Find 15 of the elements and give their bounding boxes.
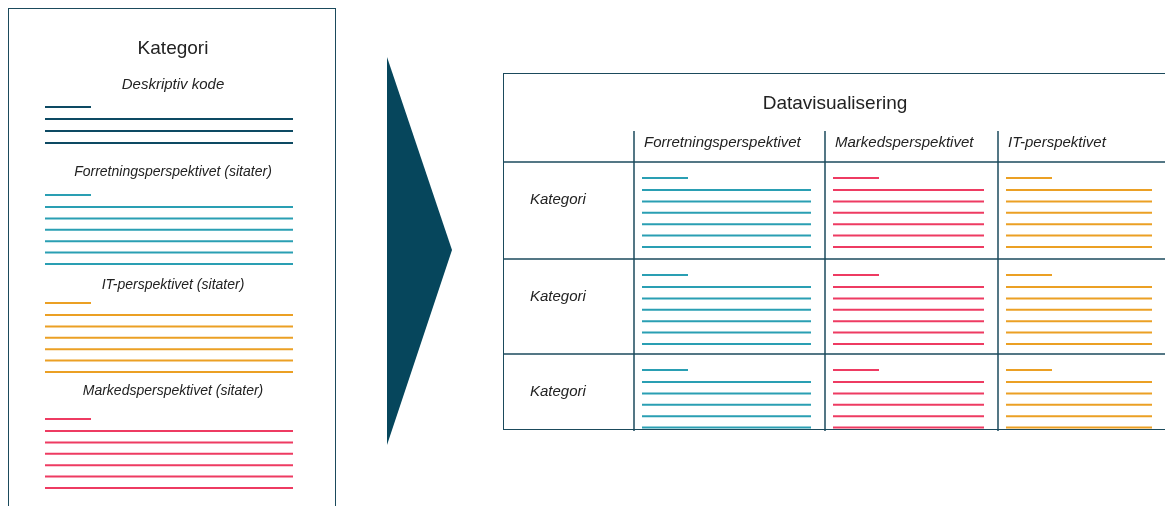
row-header: Kategori [530,287,586,304]
row-header: Kategori [530,382,586,399]
table-title: Datavisualisering [761,92,909,114]
section-heading: Markedsperspektivet (sitater) [81,382,265,398]
card-heading: Kategori [136,37,210,59]
chevron-arrow [387,57,452,445]
matrix-table [503,73,1165,430]
column-header: Markedsperspektivet [835,133,974,150]
section-heading: IT-perspektivet (sitater) [100,276,246,292]
column-header: IT-perspektivet [1008,133,1106,150]
document-card [8,8,336,506]
section-heading: Forretningsperspektivet (sitater) [73,163,273,179]
column-header: Forretningsperspektivet [644,133,801,150]
section-heading: Deskriptiv kode [120,75,226,92]
row-header: Kategori [530,190,586,207]
